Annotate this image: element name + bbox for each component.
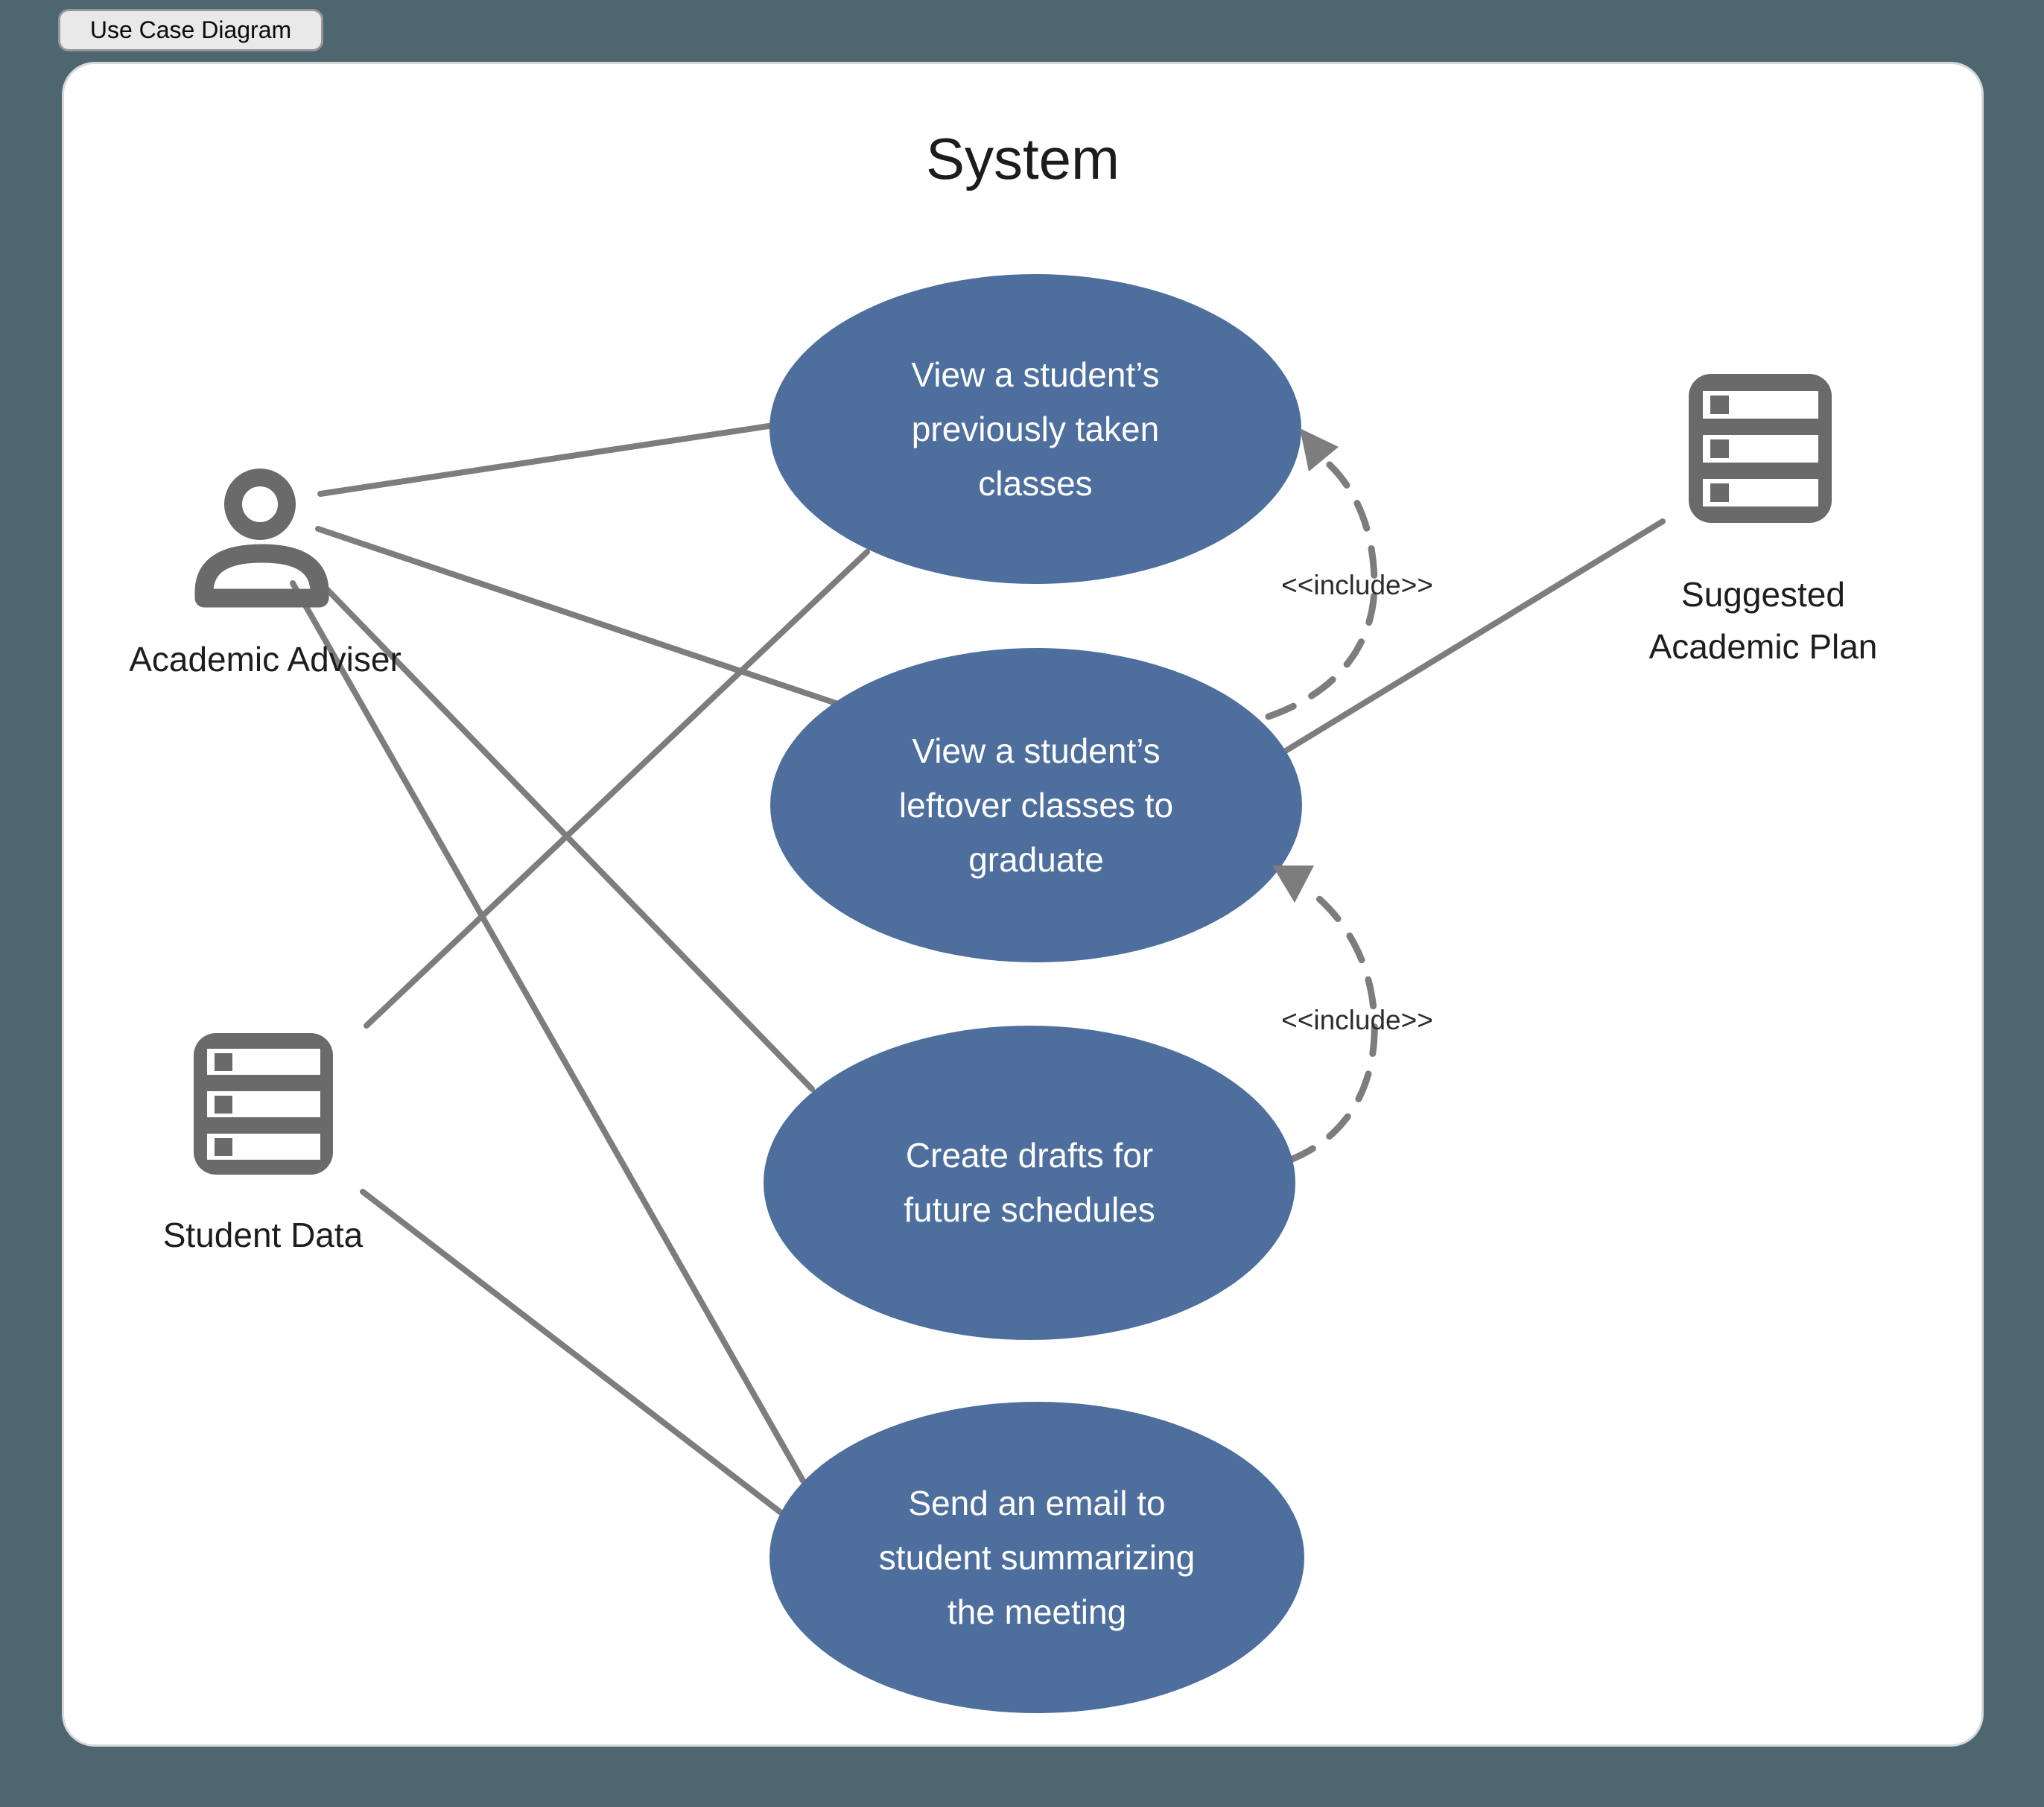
use-case-ellipse-create-drafts[interactable] <box>764 1026 1295 1340</box>
system-title: System <box>925 126 1120 191</box>
uc-line: Send an email to <box>908 1483 1166 1522</box>
include-arrow-1 <box>1265 454 1378 720</box>
actor-label-student-data: Student Data <box>162 1216 364 1254</box>
use-case-ellipse-view-leftover-classes[interactable] <box>770 648 1302 962</box>
actor-label-academic-adviser: Academic Adviser <box>129 640 402 679</box>
database-icon-student-data[interactable] <box>194 1033 333 1175</box>
association-line-adviser-leftover <box>315 526 839 706</box>
uc-line: previously taken <box>911 409 1160 448</box>
association-line-studentdata-email <box>360 1189 785 1517</box>
include-arrow-2 <box>1285 887 1378 1164</box>
association-line-leftover-plan <box>1283 518 1666 754</box>
actor-label-line: Suggested <box>1681 575 1845 614</box>
uc-line: graduate <box>968 839 1104 879</box>
uc-line: Create drafts for <box>905 1136 1154 1175</box>
use-case-label-send-email: Send an email to student summarizing the… <box>769 1402 1304 1713</box>
uc-line: student summarizing <box>878 1537 1196 1577</box>
use-case-label-view-previous-classes: View a student’s previously taken classe… <box>769 274 1301 584</box>
include-label-1: <<include>> <box>1281 570 1433 600</box>
association-line-adviser-email <box>290 580 806 1484</box>
include-arrowhead-1 <box>1300 428 1339 471</box>
actor-label-line: Academic Plan <box>1648 627 1878 666</box>
use-case-label-view-leftover-classes: View a student’s leftover classes to gra… <box>770 648 1302 962</box>
person-icon[interactable] <box>194 469 329 608</box>
use-case-ellipse-view-previous-classes[interactable] <box>769 274 1301 584</box>
use-case-label-create-drafts: Create drafts for future schedules <box>764 1026 1295 1340</box>
database-icon-suggested-plan[interactable] <box>1689 374 1832 523</box>
uc-line: leftover classes to <box>898 785 1174 825</box>
association-line-studentdata-previous <box>364 549 870 1029</box>
include-label-2: <<include>> <box>1281 1005 1433 1035</box>
uc-line: the meeting <box>947 1592 1127 1631</box>
use-case-ellipse-send-email[interactable] <box>769 1402 1304 1713</box>
uc-line: future schedules <box>904 1190 1155 1229</box>
uc-line: View a student’s <box>912 731 1161 770</box>
uc-line: classes <box>978 463 1093 503</box>
include-arrowhead-2 <box>1272 866 1314 903</box>
uc-line: View a student’s <box>911 355 1160 394</box>
actor-label-suggested-academic-plan: Suggested Academic Plan <box>1540 568 1987 673</box>
association-line-adviser-previous <box>317 423 772 497</box>
use-case-diagram-tab[interactable]: Use Case Diagram <box>58 9 323 51</box>
tab-label: Use Case Diagram <box>89 16 292 43</box>
